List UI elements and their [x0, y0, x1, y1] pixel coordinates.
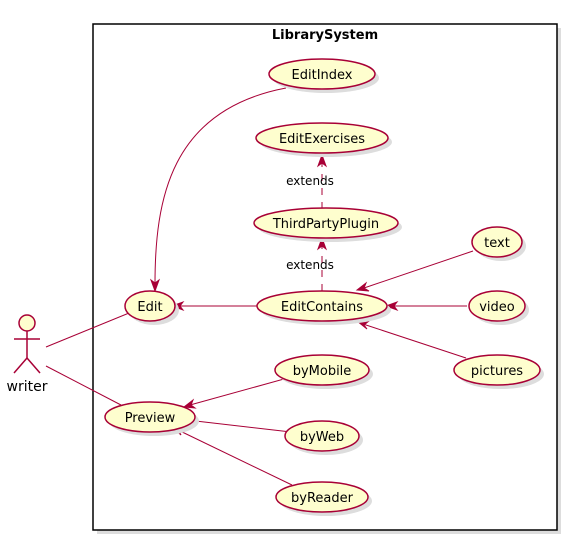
package-title: LibrarySystem [272, 28, 378, 43]
actor-right-leg [26, 357, 41, 374]
usecase-byweb-label: byWeb [300, 430, 344, 445]
extends-label-2: extends [286, 258, 334, 272]
arrowhead-edit-from-editindex [149, 278, 161, 293]
usecase-editindex: EditIndex [268, 58, 379, 93]
edge-byreader-preview [177, 429, 293, 486]
usecase-byreader-shape [275, 481, 369, 513]
usecase-editexercises-label: EditExercises [279, 132, 365, 147]
edge-pictures-editcontains [362, 323, 467, 359]
usecase-editexercises: EditExercises [255, 122, 392, 157]
arrowhead-plugin [316, 236, 328, 251]
usecase-byreader: byReader [275, 481, 372, 516]
edge-byweb-preview [186, 419, 292, 433]
usecase-video-shape [468, 290, 526, 322]
arrowhead-exercises [316, 153, 328, 168]
usecase-preview-label: Preview [125, 411, 176, 426]
usecase-bymobile-shape [274, 354, 370, 386]
edge-editindex-edit [154, 87, 287, 285]
edge-text-editcontains [363, 250, 474, 289]
arrowhead-editcontains-from-text [355, 281, 370, 292]
usecase-thirdpartyplugin-shape [253, 207, 399, 239]
usecase-video-label: video [479, 300, 515, 315]
usecase-edit-label: Edit [137, 300, 162, 315]
usecase-preview: Preview [104, 401, 199, 436]
usecase-bymobile-label: byMobile [293, 364, 352, 379]
actor-head [18, 314, 36, 332]
usecase-thirdpartyplugin: ThirdPartyPlugin [253, 207, 402, 242]
usecase-pictures: pictures [453, 354, 544, 389]
usecase-editindex-shape [268, 58, 376, 90]
usecase-pictures-shape [453, 354, 541, 386]
usecase-pictures-label: pictures [471, 364, 523, 379]
usecase-thirdpartyplugin-label: ThirdPartyPlugin [272, 217, 379, 232]
arrowhead-editcontains-from-video [384, 300, 399, 312]
extends-label-1: extends [286, 174, 334, 188]
edge-writer-edit [45, 312, 130, 348]
actor-writer: writer [7, 314, 48, 395]
usecase-editcontains: EditContains [256, 290, 391, 325]
usecase-edit: Edit [124, 290, 179, 325]
edge-writer-preview [45, 365, 122, 406]
edge-bymobile-preview [189, 378, 285, 406]
usecase-editcontains-shape [256, 290, 388, 322]
usecase-text-label: text [484, 236, 510, 251]
usecase-preview-shape [104, 401, 196, 433]
usecase-byreader-label: byReader [291, 491, 354, 506]
actor-label: writer [7, 379, 48, 395]
usecase-video: video [468, 290, 529, 325]
usecase-text-shape [471, 226, 523, 258]
usecase-editindex-label: EditIndex [292, 68, 353, 83]
arrowhead-preview-from-bymobile [182, 398, 197, 409]
usecase-editexercises-shape [255, 122, 389, 154]
usecase-text: text [471, 226, 526, 261]
usecase-bymobile: byMobile [274, 354, 373, 389]
usecase-byweb: byWeb [284, 420, 363, 455]
actor-left-leg [13, 357, 28, 374]
usecase-edit-shape [124, 290, 176, 322]
usecase-editcontains-label: EditContains [281, 300, 363, 315]
usecase-byweb-shape [284, 420, 360, 452]
